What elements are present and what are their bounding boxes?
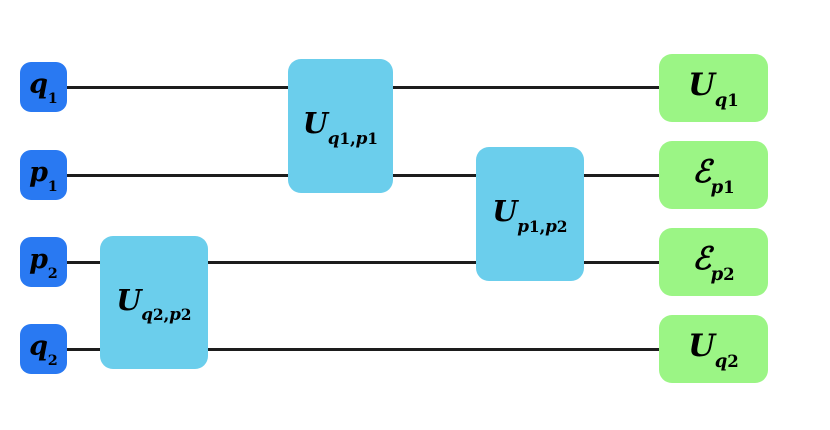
output-u-q2-sub: q2	[714, 351, 739, 373]
output-e-p2-base: ℰ	[692, 240, 712, 277]
input-p2-base: p	[29, 244, 49, 276]
output-u-q2-base: U	[688, 327, 716, 364]
gate-u-q2-p2-base: U	[116, 282, 142, 317]
input-label-p2: p2	[20, 237, 67, 287]
input-p2-sub: 2	[47, 264, 58, 282]
gate-u-q1-p1-label: Uq1,p1	[302, 106, 378, 146]
input-q2-sub: 2	[47, 351, 58, 369]
wire-q2	[66, 348, 660, 351]
output-u-q2[interactable]: Uq2	[659, 315, 768, 383]
input-label-q2-text: q2	[29, 331, 58, 368]
input-label-p1-text: p1	[29, 157, 58, 194]
gate-u-q1-p1[interactable]: Uq1,p1	[288, 59, 393, 193]
input-q2-base: q	[29, 331, 49, 363]
input-label-q1: q1	[20, 62, 67, 112]
gate-u-q1-p1-sub: q1,p1	[327, 127, 378, 148]
output-e-p2-label: ℰp2	[692, 240, 735, 283]
output-e-p1-sub: p1	[710, 177, 735, 199]
output-e-p1[interactable]: ℰp1	[659, 141, 768, 209]
wire-p2	[66, 261, 660, 264]
output-e-p1-label: ℰp1	[692, 153, 735, 196]
output-u-q1-base: U	[688, 66, 716, 103]
input-q1-sub: 1	[47, 89, 58, 107]
gate-u-p1-p2[interactable]: Up1,p2	[476, 147, 584, 281]
gate-u-p1-p2-sub: p1,p2	[517, 215, 568, 236]
output-e-p2-sub: p2	[710, 264, 735, 286]
gate-u-q2-p2[interactable]: Uq2,p2	[100, 236, 208, 369]
input-q1-base: q	[29, 69, 49, 101]
output-u-q2-label: Uq2	[688, 327, 739, 370]
output-u-q1[interactable]: Uq1	[659, 54, 768, 122]
output-u-q1-label: Uq1	[688, 66, 739, 109]
output-e-p2[interactable]: ℰp2	[659, 228, 768, 296]
input-label-q2: q2	[20, 324, 67, 374]
input-label-p2-text: p2	[29, 244, 58, 281]
input-label-q1-text: q1	[29, 69, 58, 106]
gate-u-q2-p2-label: Uq2,p2	[116, 282, 191, 322]
gate-u-q2-p2-sub: q2,p2	[141, 304, 192, 325]
input-p1-base: p	[29, 157, 49, 189]
gate-u-p1-p2-label: Up1,p2	[492, 194, 567, 234]
output-e-p1-base: ℰ	[692, 153, 712, 190]
output-u-q1-sub: q1	[714, 90, 739, 112]
gate-u-q1-p1-base: U	[302, 106, 329, 141]
input-label-p1: p1	[20, 150, 67, 200]
input-p1-sub: 1	[47, 177, 58, 195]
gate-u-p1-p2-base: U	[492, 194, 518, 229]
